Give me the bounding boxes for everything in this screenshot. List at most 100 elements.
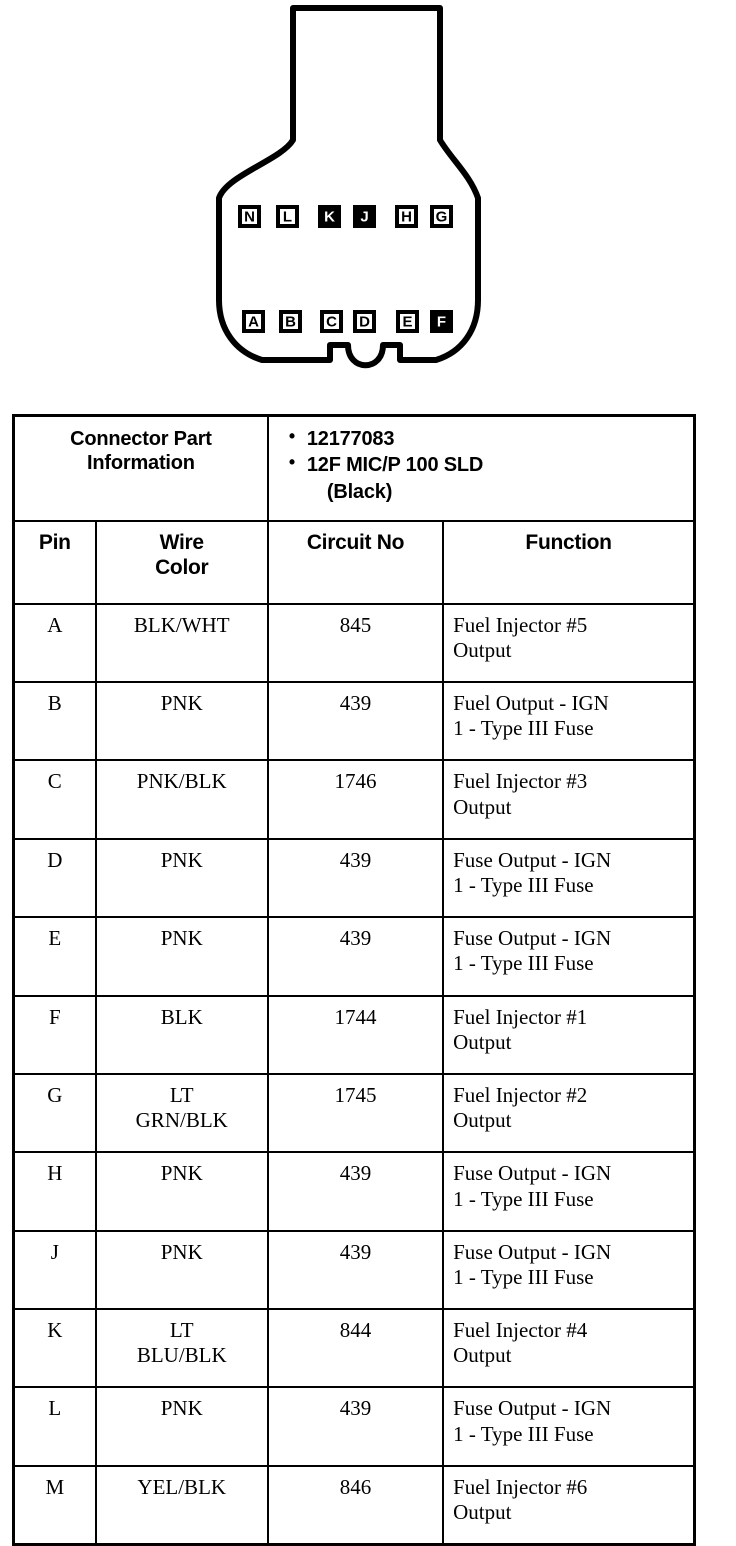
pin-label-F: F xyxy=(437,314,446,331)
cpi-label-line2: Information xyxy=(87,452,195,475)
table-header-row: Pin Wire Color Circuit No Function xyxy=(12,520,696,605)
pin-box-J: J xyxy=(353,205,376,228)
wire-color-line: PNK/BLK xyxy=(136,769,227,794)
pin-box-N: N xyxy=(238,205,261,228)
cell-wire-color: BLK xyxy=(94,994,269,1075)
function-line: Output xyxy=(453,1029,512,1054)
cell-circuit-no: 439 xyxy=(266,837,445,919)
cpi-label-line1: Connector Part xyxy=(70,428,212,450)
cell-wire-color: PNK xyxy=(94,681,269,762)
connector-outline xyxy=(216,5,481,369)
wire-color-line: BLU/BLK xyxy=(136,1343,227,1368)
cell-circuit-no: 1744 xyxy=(266,994,445,1075)
cell-pin: E xyxy=(12,916,97,997)
pin-label-E: E xyxy=(402,314,412,331)
wire-color-line: YEL/BLK xyxy=(137,1474,227,1499)
wire-color-line: PNK xyxy=(160,1161,203,1186)
function-line: Fuel Output - IGN xyxy=(453,691,609,716)
cell-wire-color: PNK xyxy=(94,916,269,997)
cell-circuit-no: 845 xyxy=(266,602,445,684)
header-function: Function xyxy=(442,520,696,605)
pin-box-G: G xyxy=(430,205,453,228)
pin-label-L: L xyxy=(283,209,292,226)
header-wire-line1: Wire xyxy=(159,531,204,555)
pin-label-A: A xyxy=(248,314,259,331)
cell-wire-color: BLK/WHT xyxy=(94,602,269,684)
cell-circuit-no: 439 xyxy=(266,1229,445,1311)
function-line: Fuse Output - IGN xyxy=(453,1161,612,1186)
cell-wire-color: PNK xyxy=(94,1151,269,1232)
cell-pin: M xyxy=(12,1464,97,1546)
cell-circuit-no: 439 xyxy=(266,916,445,997)
connector-part-info-values: 12177083 12F MIC/P 100 SLD (Black) xyxy=(266,414,696,523)
pin-box-D: D xyxy=(353,310,376,333)
cell-wire-color: PNK xyxy=(94,837,269,919)
cell-pin: F xyxy=(12,994,97,1075)
cpi-bullet-part-type: 12F MIC/P 100 SLD xyxy=(287,452,687,477)
cell-wire-color: PNK xyxy=(94,1229,269,1311)
pin-box-A: A xyxy=(242,310,265,333)
pinout-table-container: Connector Part Information 12177083 12F … xyxy=(12,414,696,1546)
cell-pin: B xyxy=(12,681,97,762)
cell-pin: A xyxy=(12,602,97,684)
function-line: Output xyxy=(453,1343,512,1368)
function-line: Fuel Injector #1 xyxy=(453,1004,588,1029)
function-line: 1 - Type III Fuse xyxy=(453,873,594,898)
cell-pin: J xyxy=(12,1229,97,1311)
function-line: 1 - Type III Fuse xyxy=(453,1264,594,1289)
pin-label-C: C xyxy=(326,314,337,331)
connector-part-info-label: Connector Part Information xyxy=(12,414,269,523)
cell-wire-color: YEL/BLK xyxy=(94,1464,269,1546)
function-line: Output xyxy=(453,1500,512,1525)
function-line: 1 - Type III Fuse xyxy=(453,1421,594,1446)
pin-box-F: F xyxy=(430,310,453,333)
pinout-table: Connector Part Information 12177083 12F … xyxy=(12,414,696,1546)
cell-circuit-no: 439 xyxy=(266,681,445,762)
function-line: Fuse Output - IGN xyxy=(453,847,612,872)
pin-label-H: H xyxy=(401,209,412,226)
wire-color-line: GRN/BLK xyxy=(135,1108,228,1133)
function-line: 1 - Type III Fuse xyxy=(453,951,594,976)
cpi-bullet-part-color: (Black) xyxy=(326,480,393,503)
function-line: Fuse Output - IGN xyxy=(453,1396,612,1421)
wire-color-line: LT xyxy=(169,1082,194,1107)
header-wire-line2: Color xyxy=(155,555,209,579)
function-line: Fuel Injector #4 xyxy=(453,1318,588,1343)
header-circuit-no: Circuit No xyxy=(266,520,445,605)
cell-pin: D xyxy=(12,837,97,919)
function-line: Fuse Output - IGN xyxy=(453,926,612,951)
function-line: Fuse Output - IGN xyxy=(453,1239,612,1264)
cell-pin: K xyxy=(12,1308,97,1389)
function-line: 1 - Type III Fuse xyxy=(453,1186,594,1211)
wire-color-line: BLK xyxy=(160,1004,203,1029)
pin-label-N: N xyxy=(244,209,255,226)
function-line: Output xyxy=(453,794,512,819)
pin-box-L: L xyxy=(276,205,299,228)
function-line: Fuel Injector #3 xyxy=(453,769,588,794)
pin-label-D: D xyxy=(359,314,370,331)
function-line: Output xyxy=(453,1108,512,1133)
pin-label-J: J xyxy=(360,209,368,226)
cell-circuit-no: 846 xyxy=(266,1464,445,1546)
pin-box-E: E xyxy=(396,310,419,333)
wire-color-line: PNK xyxy=(160,691,203,716)
cell-circuit-no: 844 xyxy=(266,1308,445,1389)
connector-part-info-row: Connector Part Information 12177083 12F … xyxy=(12,414,696,523)
pin-box-K: K xyxy=(318,205,341,228)
